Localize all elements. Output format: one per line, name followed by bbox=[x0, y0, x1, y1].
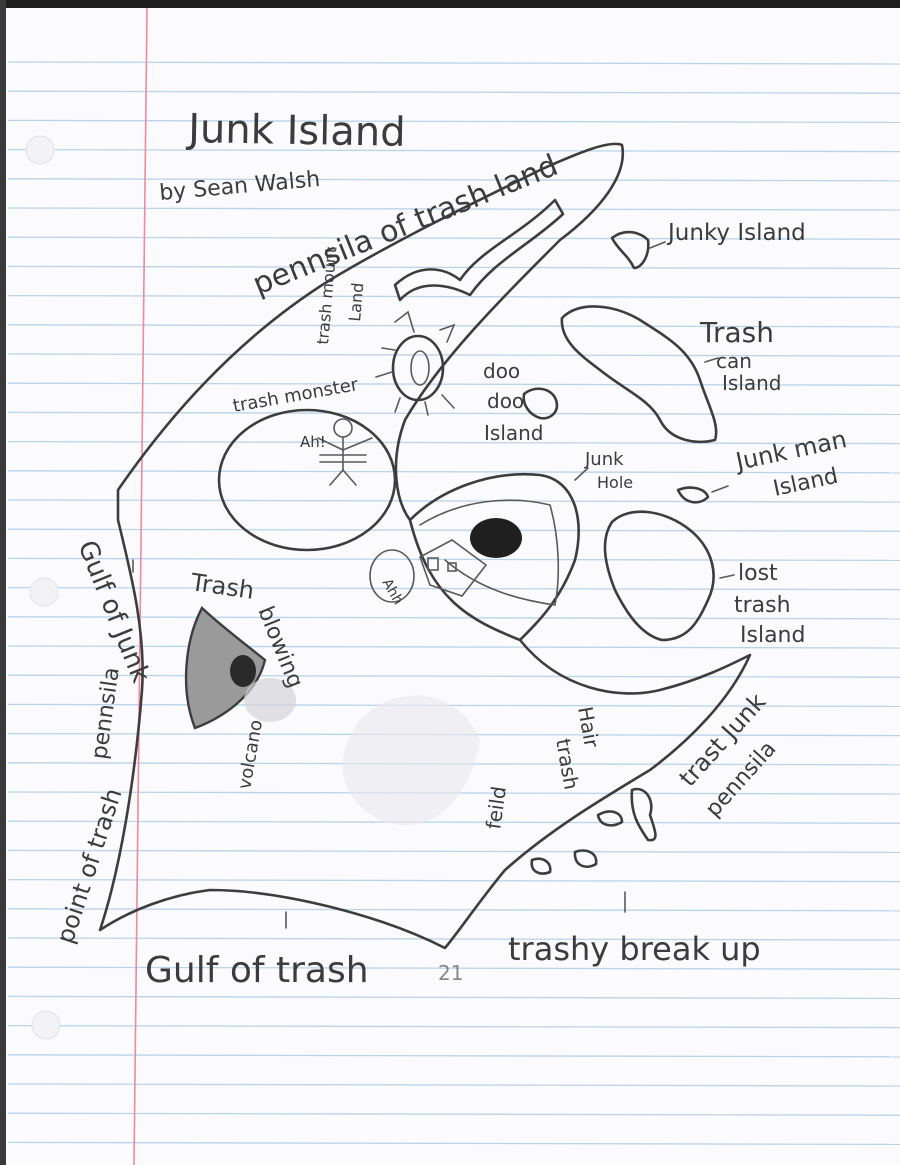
rule-line bbox=[7, 353, 900, 357]
rule-line bbox=[7, 1083, 900, 1087]
rule-line bbox=[7, 411, 900, 416]
trash-can-island bbox=[560, 305, 718, 444]
label-lost-2: trash bbox=[734, 593, 791, 618]
rule-line bbox=[7, 119, 900, 124]
house-drawing bbox=[419, 539, 488, 597]
doo-doo-island bbox=[522, 387, 559, 420]
pencil-scribble bbox=[342, 695, 480, 826]
label-doo-1: doo bbox=[483, 359, 520, 383]
label-hair-3: feild bbox=[481, 785, 511, 831]
rule-line bbox=[7, 148, 900, 153]
label-pointers bbox=[132, 241, 735, 929]
rule-line bbox=[7, 90, 900, 94]
rule-line bbox=[7, 674, 900, 678]
ahh-bubble bbox=[369, 549, 415, 603]
label-junky-island: Junky Island bbox=[666, 220, 806, 246]
junk-man-island bbox=[676, 486, 710, 504]
junk-hole-shore bbox=[419, 499, 560, 606]
rule-line bbox=[7, 236, 900, 240]
rule-line bbox=[7, 820, 900, 824]
punch-hole bbox=[25, 135, 55, 165]
rule-line bbox=[7, 878, 900, 883]
break-up-islands bbox=[530, 787, 657, 875]
rule-line bbox=[7, 178, 900, 182]
label-trashy-break-up: trashy break up bbox=[508, 930, 761, 968]
rule-line bbox=[7, 440, 900, 445]
rule-line bbox=[7, 528, 900, 532]
scan-top-edge bbox=[0, 0, 900, 8]
label-gulf-of-trash: Gulf of trash bbox=[145, 950, 369, 991]
junky-island bbox=[610, 230, 650, 270]
scan-left-edge bbox=[0, 0, 6, 1165]
rule-line bbox=[7, 61, 900, 65]
label-ahh: Ahh bbox=[379, 576, 407, 608]
rule-line bbox=[7, 382, 900, 386]
trash-monster-figure bbox=[317, 418, 373, 486]
label-lost-1: lost bbox=[738, 561, 778, 586]
rule-line bbox=[7, 557, 900, 562]
label-pennsila-left: pennsila bbox=[87, 666, 125, 761]
label-volcano: volcano bbox=[234, 718, 267, 791]
label-trash-can-island-1: Trash bbox=[699, 316, 774, 349]
junk-hole bbox=[470, 518, 522, 558]
label-junk-man-2: Island bbox=[771, 464, 840, 502]
rule-line bbox=[7, 499, 900, 503]
margin-line bbox=[133, 7, 148, 1165]
trash-monster-lake bbox=[217, 408, 397, 552]
rule-line bbox=[7, 1054, 900, 1058]
label-lost-3: Island bbox=[740, 623, 805, 648]
ruled-lines bbox=[7, 61, 900, 1146]
label-trash-can-island-2: can bbox=[716, 349, 752, 373]
label-doo-2: doo bbox=[487, 389, 524, 413]
label-21: 21 bbox=[438, 961, 463, 985]
label-hair-1: Hair bbox=[573, 705, 604, 750]
label-doo-3: Island bbox=[484, 421, 544, 445]
rule-line bbox=[7, 207, 900, 211]
junk-hole-bay-outline bbox=[408, 518, 522, 642]
rule-line bbox=[7, 265, 900, 270]
main-island-outline bbox=[98, 142, 752, 950]
rule-line bbox=[7, 1024, 900, 1029]
rule-line bbox=[7, 470, 900, 474]
label-trash-blowing-1: Trash bbox=[188, 568, 256, 605]
trash-mount bbox=[375, 310, 456, 416]
rule-line bbox=[7, 1141, 900, 1146]
rule-line bbox=[7, 703, 900, 708]
map-author: by Sean Walsh bbox=[158, 167, 321, 206]
rule-line bbox=[7, 937, 900, 941]
rule-line bbox=[7, 849, 900, 854]
rule-line bbox=[7, 1112, 900, 1116]
rule-line bbox=[7, 294, 900, 299]
label-hair-2: trash bbox=[551, 737, 584, 792]
label-trash-can-island-3: Island bbox=[722, 371, 782, 395]
punch-hole bbox=[31, 1010, 61, 1040]
label-land: Land bbox=[345, 282, 367, 323]
rule-line bbox=[7, 616, 900, 620]
label-ah: Ah! bbox=[300, 433, 326, 451]
rule-line bbox=[7, 995, 900, 1000]
map-title: Junk Island bbox=[185, 106, 406, 156]
label-junk-hole-2: Hole bbox=[597, 473, 633, 492]
rule-line bbox=[7, 966, 900, 970]
rule-line bbox=[7, 908, 900, 912]
punch-hole bbox=[29, 577, 59, 607]
peninsula-road bbox=[393, 198, 565, 302]
rule-line bbox=[7, 645, 900, 649]
rule-line bbox=[7, 586, 900, 591]
label-junk-hole-1: Junk bbox=[584, 449, 624, 470]
volcano bbox=[184, 606, 296, 730]
lost-trash-island bbox=[603, 510, 715, 642]
